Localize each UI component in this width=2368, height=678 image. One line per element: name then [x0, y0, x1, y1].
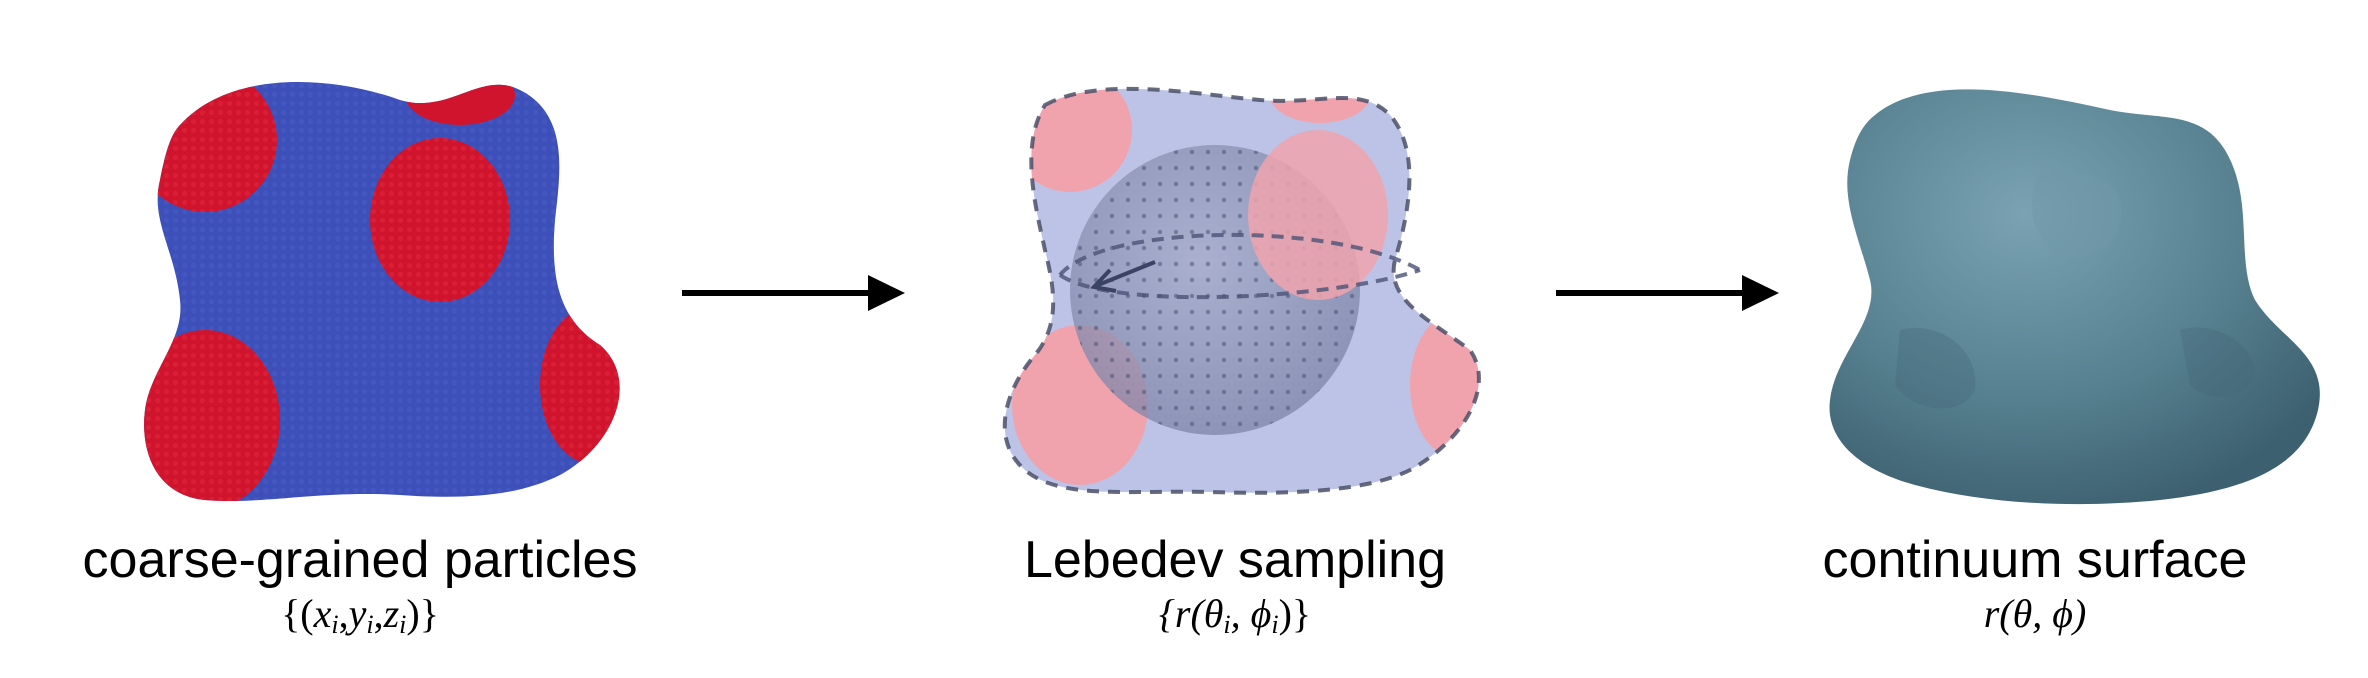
arrow-1 [682, 275, 905, 311]
equator-ring [1058, 233, 1421, 300]
arrow-2 [1556, 275, 1779, 311]
outline-dashed [1002, 86, 1481, 495]
caption-particles-math: {(xi,yi,zi)} [281, 591, 439, 639]
particle-patch-bottom-right [540, 305, 620, 465]
sampling-patch-top-left [1008, 88, 1132, 192]
caption-continuum-math: r(θ, ϕ) [1983, 591, 2087, 636]
lebedev-blob [1002, 86, 1481, 495]
caption-continuum-title: continuum surface [1822, 531, 2248, 589]
caption-continuum: continuum surface r(θ, ϕ) [1735, 530, 2335, 638]
particle-patch-top-left [144, 82, 277, 212]
caption-particles-title: coarse-grained particles [82, 531, 638, 589]
sampling-patch-center [1248, 130, 1388, 300]
caption-lebedev: Lebedev sampling {r(θi, ϕi)} [935, 530, 1535, 649]
particle-patch-bottom-left [144, 330, 280, 502]
sampling-patch-top-right [1270, 88, 1370, 123]
particle-patch-top-right [405, 82, 515, 125]
particle-patch-center [370, 138, 510, 302]
continuum-surface-blob [1829, 89, 2320, 505]
caption-lebedev-math: {r(θi, ϕi)} [1158, 591, 1312, 639]
caption-particles: coarse-grained particles {(xi,yi,zi)} [60, 530, 660, 649]
radius-arrow [1090, 260, 1156, 293]
particle-blob [144, 82, 620, 502]
caption-lebedev-title: Lebedev sampling [1023, 531, 1447, 589]
